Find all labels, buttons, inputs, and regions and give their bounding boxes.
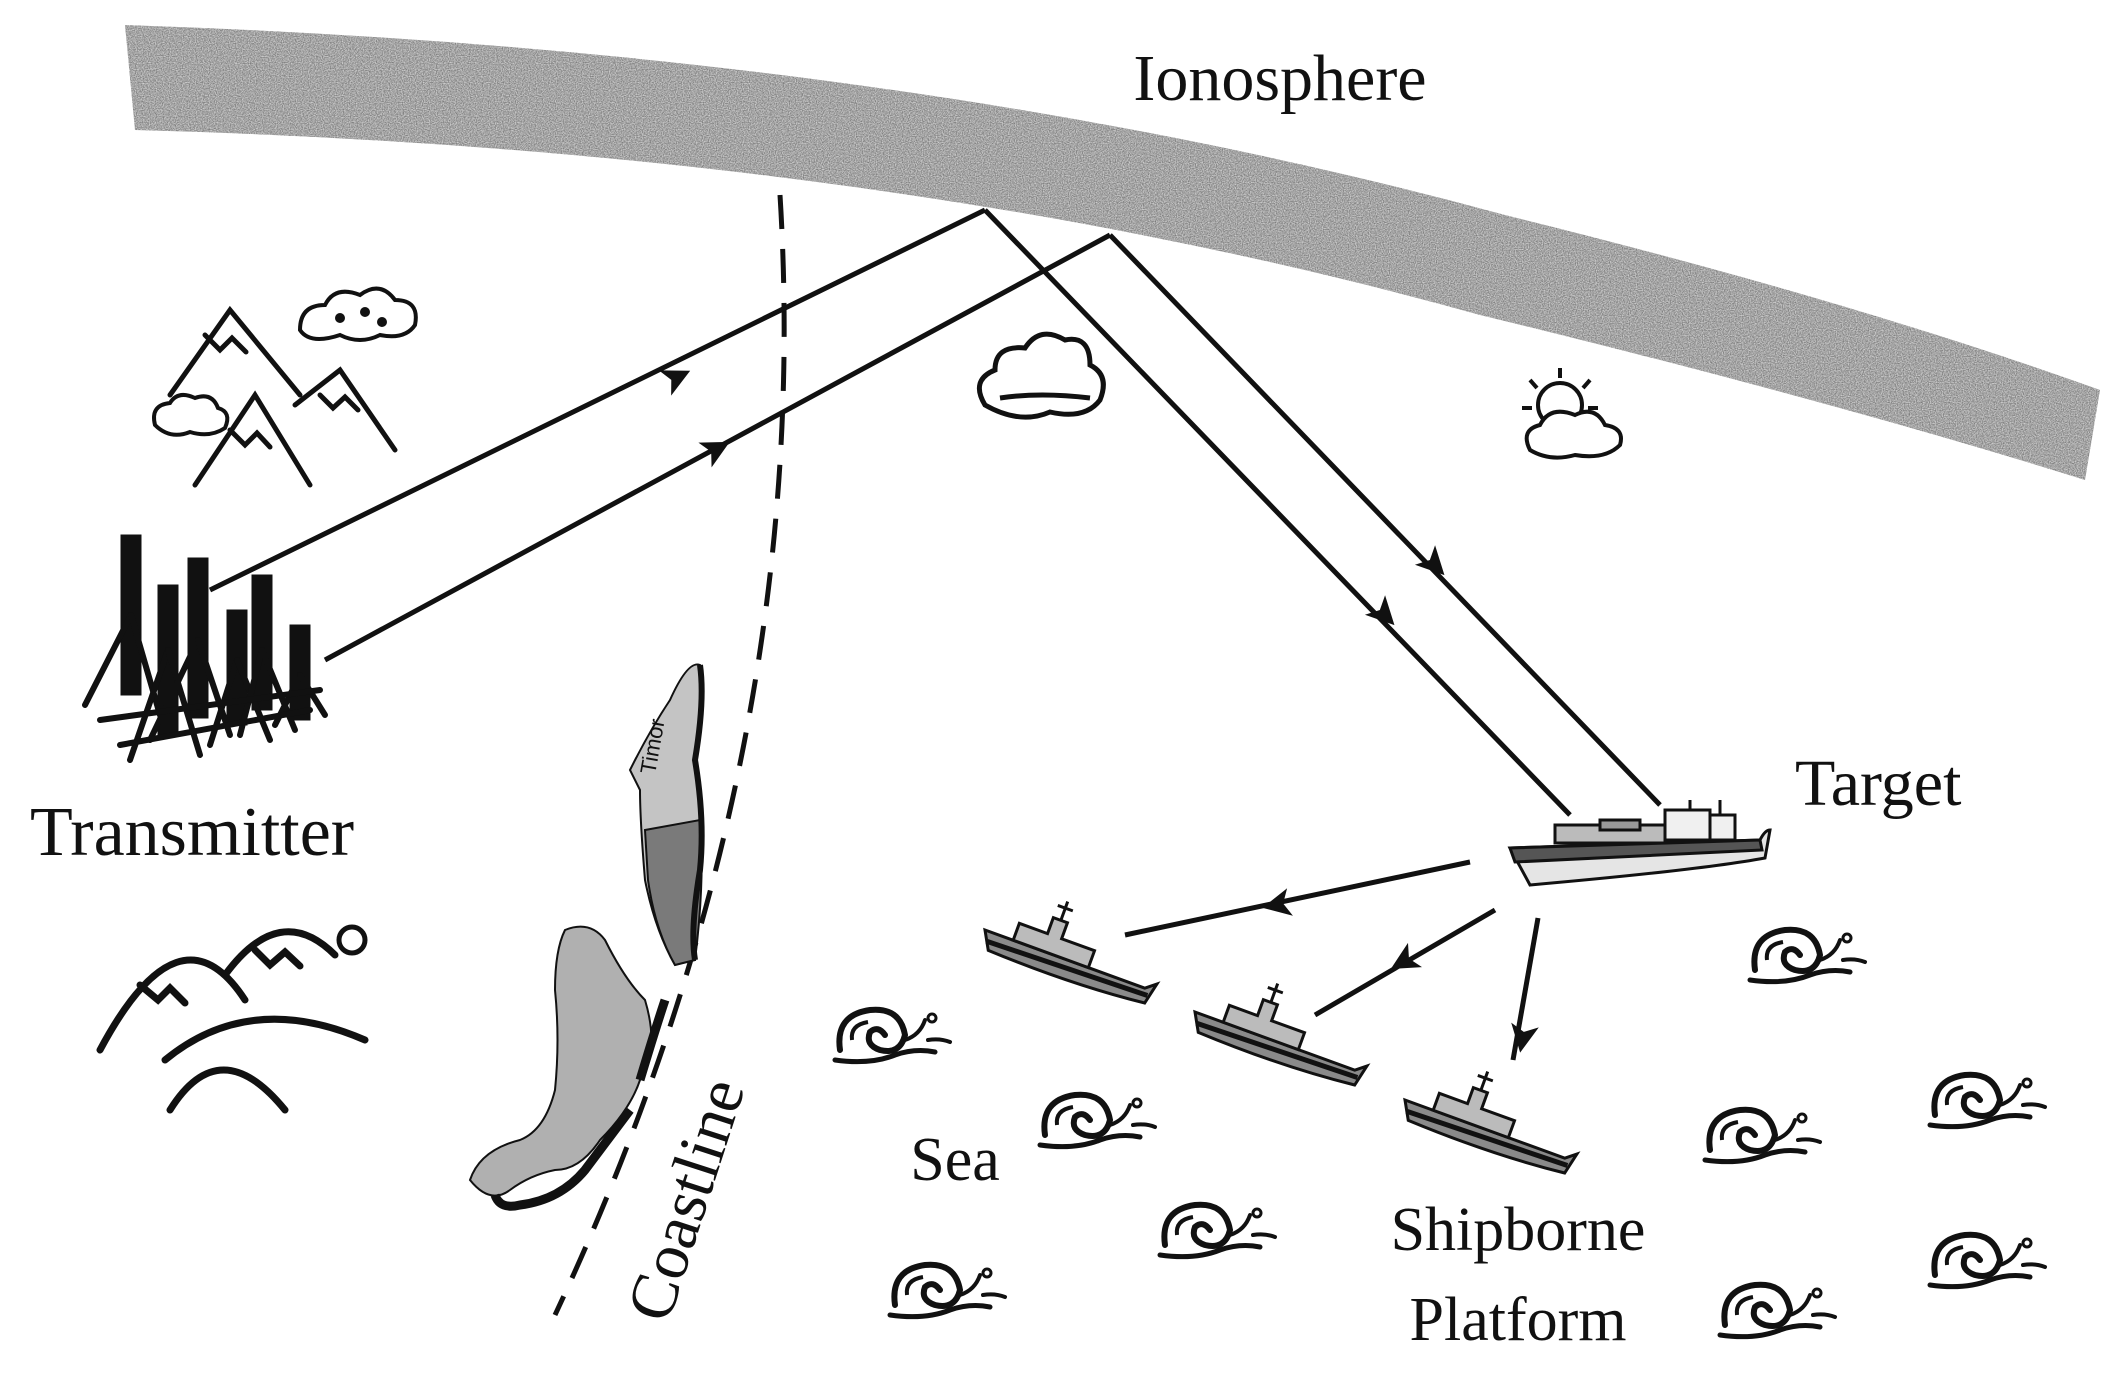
coastline-label: Coastline — [613, 1070, 759, 1330]
antenna-array-icon — [82, 534, 328, 763]
wave-icon — [1157, 1201, 1277, 1260]
signal-paths — [208, 207, 1662, 1061]
wave-icon — [1927, 1071, 2047, 1130]
mountain-icon — [167, 305, 398, 488]
island-map-icon: Timor — [468, 663, 705, 1211]
wave-icon — [887, 1261, 1007, 1320]
warship-icon — [1403, 1071, 1581, 1175]
wave-icon — [1717, 1281, 1837, 1340]
coastline-line — [552, 194, 787, 1317]
ionosphere-label: Ionosphere — [1133, 42, 1426, 115]
cloud-icon — [297, 286, 418, 342]
platform-label-line2: Platform — [1410, 1286, 1627, 1354]
mountain-icon — [96, 924, 369, 1114]
sea-label: Sea — [910, 1126, 1000, 1194]
cloud-icon — [976, 331, 1106, 420]
wave-icon — [832, 1006, 952, 1065]
warship-icon — [983, 901, 1161, 1005]
cloud-icon — [152, 392, 230, 437]
direction-arrows — [658, 370, 1539, 1053]
wave-icon — [1747, 926, 1867, 985]
target-label: Target — [1795, 747, 1961, 820]
transmitter-label: Transmitter — [30, 794, 354, 871]
ionosphere-band — [125, 25, 2100, 480]
waves — [832, 926, 2047, 1340]
warship-icon — [1193, 983, 1371, 1087]
wave-icon — [1037, 1091, 1157, 1150]
cargo-ship-icon — [1507, 800, 1772, 887]
wave-icon — [1702, 1106, 1822, 1165]
wave-icon — [1927, 1231, 2047, 1290]
platform-label-line1: Shipborne — [1391, 1196, 1646, 1264]
sun-cloud-icon — [1522, 368, 1623, 460]
